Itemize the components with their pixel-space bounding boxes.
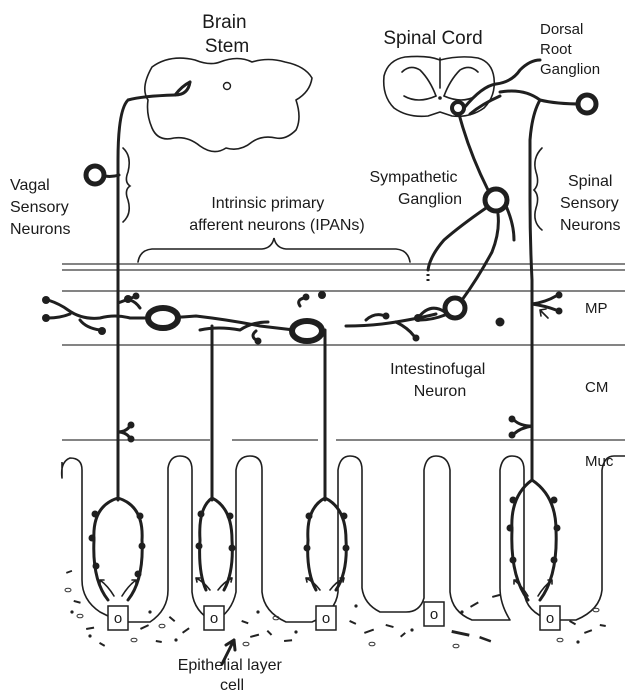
gut-wall-layer-lines	[62, 264, 625, 440]
myenteric-plexus-network	[42, 291, 436, 345]
epithelial-cell-2: o	[204, 606, 224, 630]
spinal-sensory-neurons-label: Spinal Sensory Neurons	[560, 173, 623, 234]
ipans-bracket	[138, 238, 410, 262]
brain-stem-label: Brain Stem	[202, 12, 252, 57]
brain-stem-outline	[145, 58, 312, 151]
crypt-neuron-1	[89, 498, 146, 600]
svg-text:o: o	[430, 606, 438, 623]
svg-text:o: o	[210, 610, 218, 627]
layer-label-mp: MP	[585, 300, 608, 317]
layer-label-cm: CM	[585, 379, 608, 396]
intestinofugal-neuron-label: Intestinofugal Neuron	[390, 361, 490, 400]
svg-text:o: o	[114, 610, 122, 627]
crypt-neuron-2	[196, 498, 236, 590]
spinal-cord-label: Spinal Cord	[383, 28, 482, 49]
dorsal-root-ganglion-label: Dorsal Root Ganglion	[540, 21, 600, 78]
epithelial-cell-3: o	[316, 606, 336, 630]
svg-text:o: o	[322, 610, 330, 627]
svg-text:o: o	[546, 610, 554, 627]
vagal-bracket	[123, 148, 130, 222]
ipan-cell-body-1	[148, 308, 178, 328]
ipans-label: Intrinsic primary afferent neurons (IPAN…	[189, 195, 365, 234]
ipan-cell-body-2	[292, 321, 322, 341]
epithelial-cell-label: Epithelial layer cell	[178, 657, 287, 693]
vagal-sensory-neurons-label: Vagal Sensory Neurons	[10, 177, 73, 238]
spinal-sensory-bracket	[534, 148, 542, 230]
crypt-neuron-3	[304, 498, 350, 590]
crypt-neuron-4	[507, 480, 561, 600]
epithelial-cell-1: o	[108, 606, 128, 630]
sympathetic-ganglion-label: Sympathetic Ganglion	[370, 169, 463, 208]
epithelial-cell-5: o	[540, 606, 560, 630]
epithelial-cell-4: o	[424, 602, 444, 626]
layer-label-muc: Muc	[585, 453, 614, 470]
